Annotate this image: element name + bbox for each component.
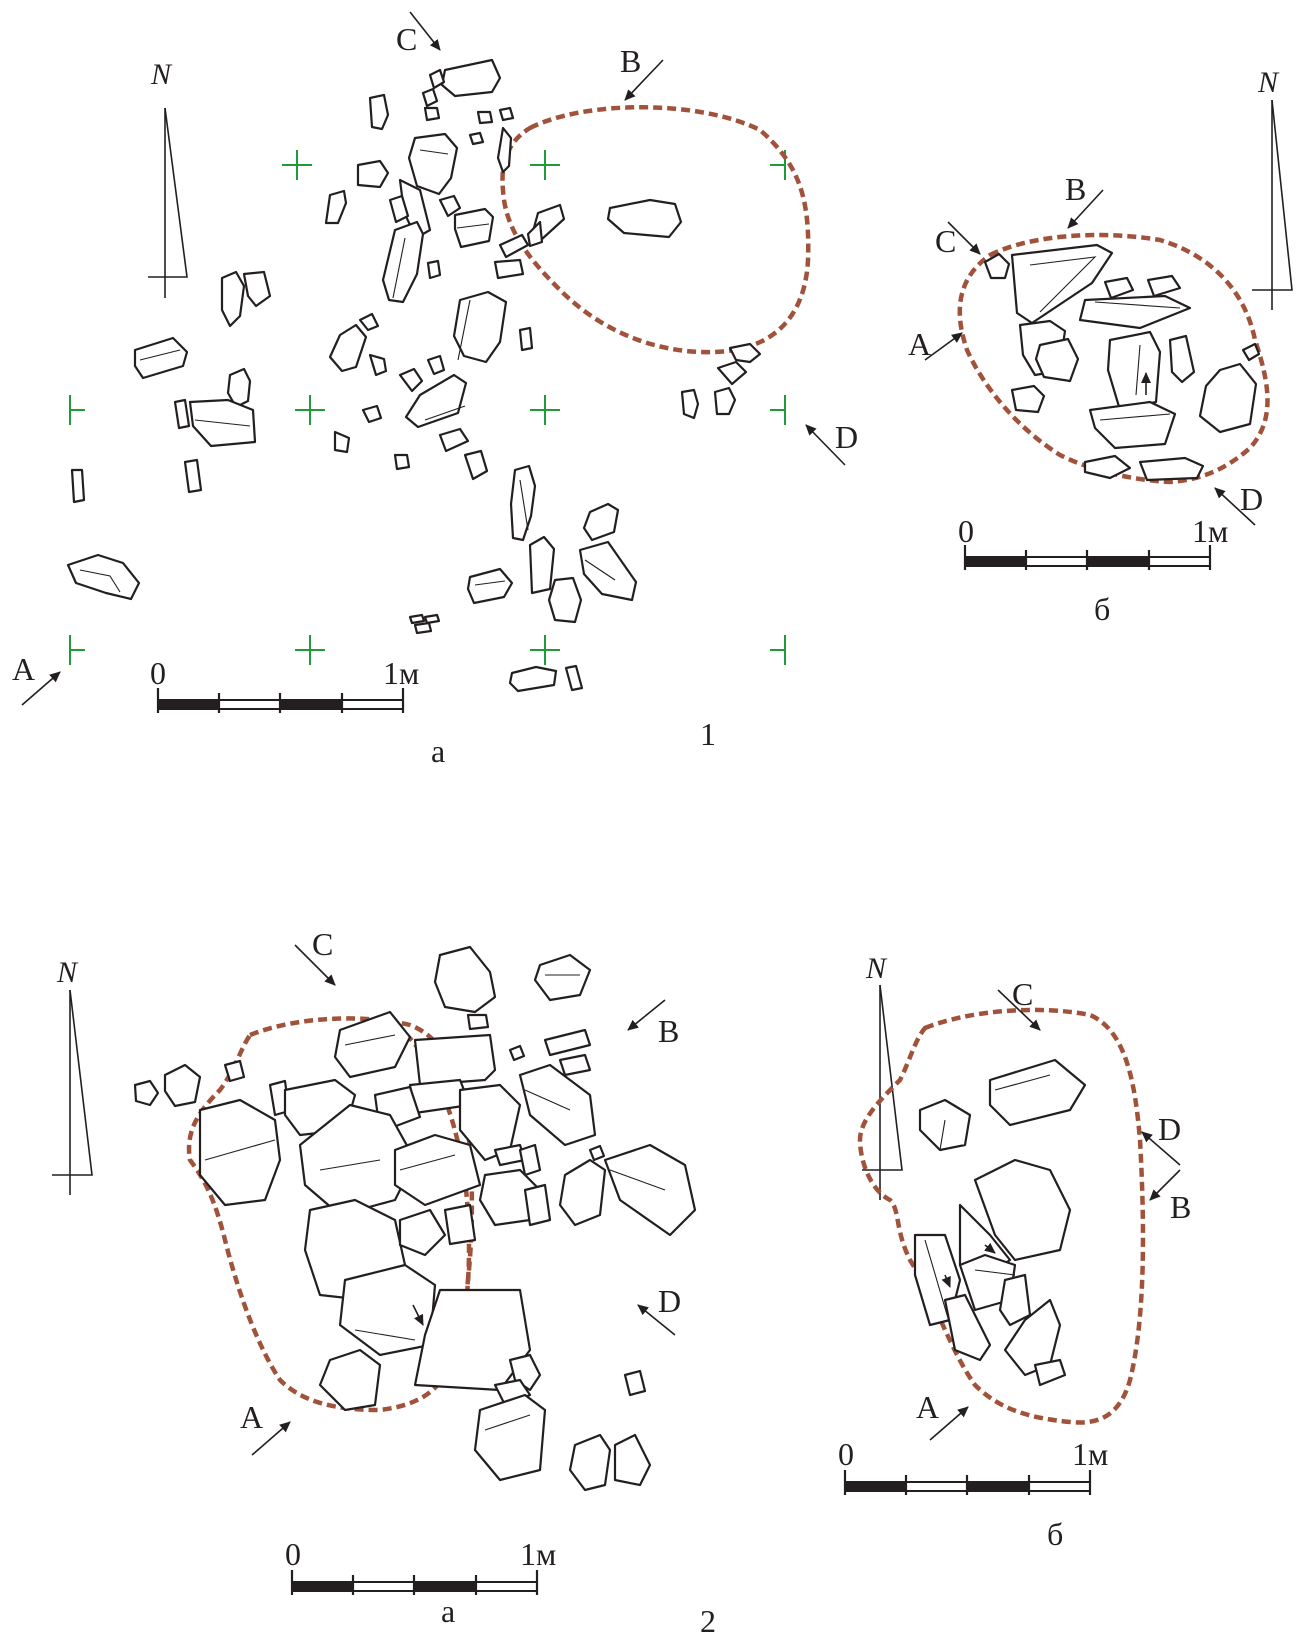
fig1b-pit-outline — [957, 232, 1270, 485]
fig2b-scale-bar: 0 1м — [838, 1436, 1108, 1495]
fig2b-north-arrow: N — [862, 952, 903, 1200]
fig2-number: 2 — [700, 1603, 716, 1636]
fig2b-label-b: B — [1170, 1189, 1191, 1225]
fig2a-label-c: C — [312, 926, 333, 962]
fig2b-north-label: N — [865, 952, 888, 985]
fig1a-label-b: B — [620, 43, 641, 79]
fig1b-label-c: C — [935, 223, 956, 259]
fig2a-label-a: A — [240, 1399, 263, 1435]
fig2b-scale-end: 1м — [1072, 1436, 1108, 1472]
fig2a-north-label: N — [56, 956, 79, 989]
fig1b-scale-start: 0 — [958, 513, 974, 549]
fig2a-section-arrows: A B C D — [240, 926, 681, 1456]
fig2b-label-a: A — [916, 1389, 939, 1425]
fig2b-stones — [913, 1058, 1087, 1387]
fig1a-label-a: A — [12, 651, 35, 687]
fig1b-label-d: D — [1240, 481, 1263, 517]
fig1b-scale-bar: 0 1м — [958, 513, 1228, 570]
fig1a-stones — [66, 58, 762, 693]
fig1a-section-arrows: A B C D — [12, 11, 858, 706]
fig1b-north-label: N — [1257, 66, 1280, 99]
fig2a-caption: а — [441, 1593, 455, 1629]
fig1b-scale-end: 1м — [1192, 513, 1228, 549]
fig2b-label-c: C — [1012, 976, 1033, 1012]
fig2b-pit-outline — [857, 1007, 1146, 1425]
fig2-plan-a: N — [52, 926, 697, 1629]
fig1a-label-d: D — [835, 419, 858, 455]
fig1b-section-arrows: A B C D — [908, 171, 1263, 526]
fig1a-scale-start: 0 — [150, 655, 166, 691]
fig2a-scale-end: 1м — [520, 1536, 556, 1572]
fig1-plan-b: N A B — [908, 66, 1293, 627]
fig2b-section-arrows: A B C D — [916, 976, 1191, 1441]
fig2-plan-b: N A B C — [838, 952, 1191, 1552]
fig1b-north-arrow: N — [1252, 66, 1293, 310]
fig1-plan-a: N — [12, 11, 858, 769]
fig2a-scale-bar: 0 1м — [285, 1536, 556, 1595]
fig2a-north-arrow: N — [52, 956, 93, 1195]
fig2a-label-b: B — [658, 1013, 679, 1049]
fig2a-stones — [133, 945, 697, 1492]
fig1a-scale-end: 1м — [383, 655, 419, 691]
fig2b-caption: б — [1047, 1516, 1063, 1552]
fig1b-label-b: B — [1065, 171, 1086, 207]
fig2b-scale-start: 0 — [838, 1436, 854, 1472]
fig1b-caption: б — [1094, 591, 1110, 627]
fig1a-north-arrow: N — [148, 58, 188, 298]
fig1a-caption: а — [431, 733, 445, 769]
fig1b-label-a: A — [908, 326, 931, 362]
fig1a-north-label: N — [150, 58, 173, 91]
fig2a-label-d: D — [658, 1283, 681, 1319]
fig2b-label-d: D — [1158, 1111, 1181, 1147]
fig2a-scale-start: 0 — [285, 1536, 301, 1572]
fig1-number: 1 — [700, 716, 716, 752]
fig1b-stones — [983, 243, 1261, 482]
fig1a-scale-bar: 0 1м — [150, 655, 419, 713]
fig1a-label-c: C — [396, 21, 417, 57]
